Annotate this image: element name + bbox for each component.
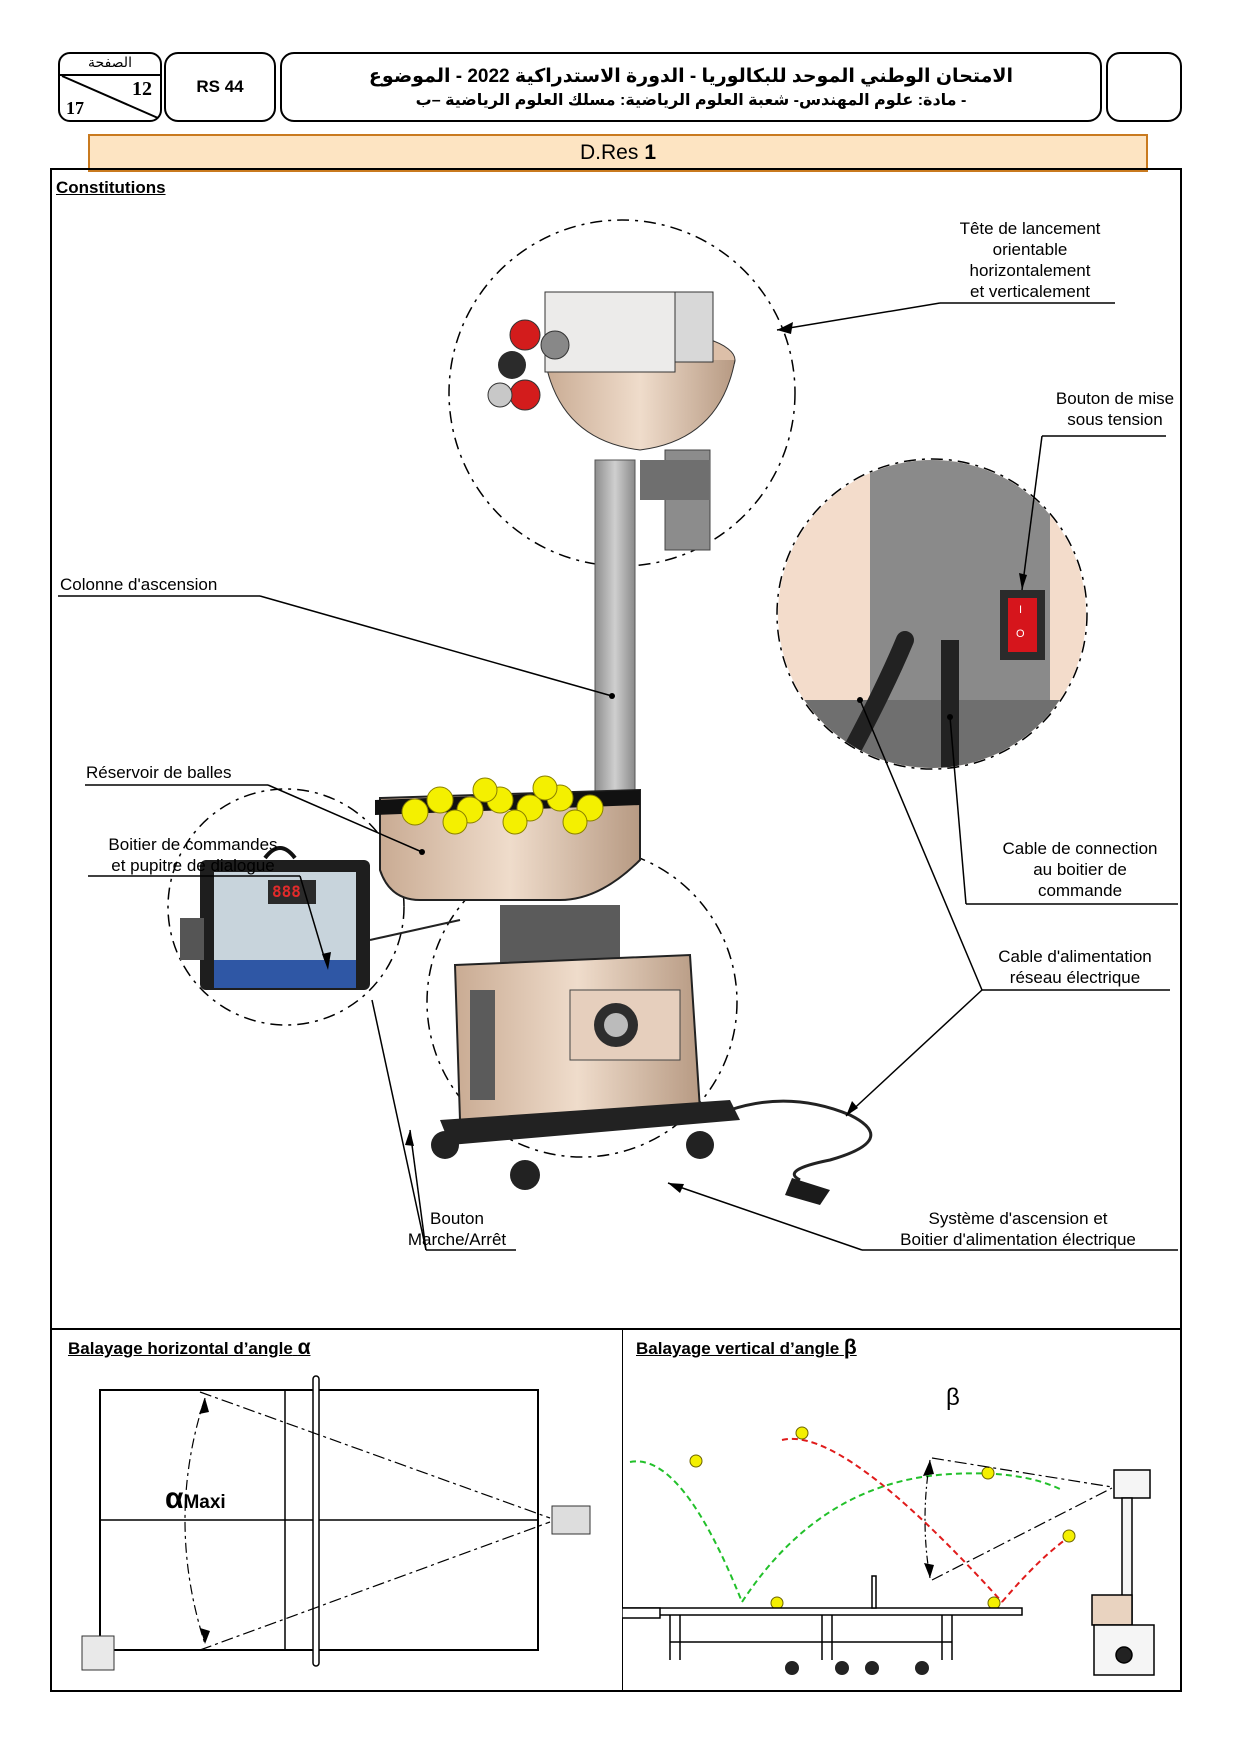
launch-head — [487, 291, 736, 551]
label-reservoir: Réservoir de balles — [86, 763, 232, 782]
exam-title-line1: الامتحان الوطني الموحد للبكالوريا - الدو… — [368, 65, 1014, 87]
page-number-slash — [61, 75, 159, 119]
power-switch-detail — [778, 460, 1086, 768]
switch-mark-off: O — [1016, 628, 1025, 640]
document-frame — [50, 168, 1182, 1692]
document-banner: D.Res 1 — [88, 134, 1148, 172]
page-word: الصفحة — [88, 54, 132, 70]
leader-lines — [58, 302, 1178, 1251]
vertical-sweep-diagram — [622, 1426, 1155, 1676]
control-display: 888 — [272, 882, 301, 901]
frame-separator-horizontal — [50, 1328, 1180, 1330]
alpha-max-label: αMaxi — [165, 1482, 226, 1515]
switch-mark-on: I — [1019, 604, 1023, 616]
page-total: 17 — [66, 98, 84, 118]
lift-body — [431, 905, 873, 1205]
label-colonne: Colonne d'ascension — [60, 575, 218, 594]
page-number-box: الصفحة 12 17 — [58, 52, 162, 122]
balls — [401, 775, 604, 835]
page-number-divider — [60, 74, 160, 76]
exam-code: RS 44 — [196, 77, 244, 96]
exam-title-line2: - مادة: علوم المهندس- شعبة العلوم الرياض… — [415, 91, 967, 109]
banner-number: 1 — [644, 141, 657, 164]
vertical-sweep-title: Balayage vertical d’angle β — [636, 1336, 857, 1359]
beta-label: β — [946, 1384, 960, 1411]
frame-separator-vertical — [622, 1328, 623, 1690]
exam-title-box: الامتحان الوطني الموحد للبكالوريا - الدو… — [280, 52, 1102, 122]
banner-prefix: D.Res — [579, 141, 639, 164]
page-current: 12 — [132, 78, 152, 100]
blank-box — [1106, 52, 1182, 122]
horizontal-sweep-title: Balayage horizontal d’angle α — [68, 1336, 311, 1359]
horizontal-sweep-diagram — [81, 1375, 591, 1671]
exam-code-box: RS 44 — [164, 52, 276, 122]
constitutions-title: Constitutions — [56, 178, 166, 197]
